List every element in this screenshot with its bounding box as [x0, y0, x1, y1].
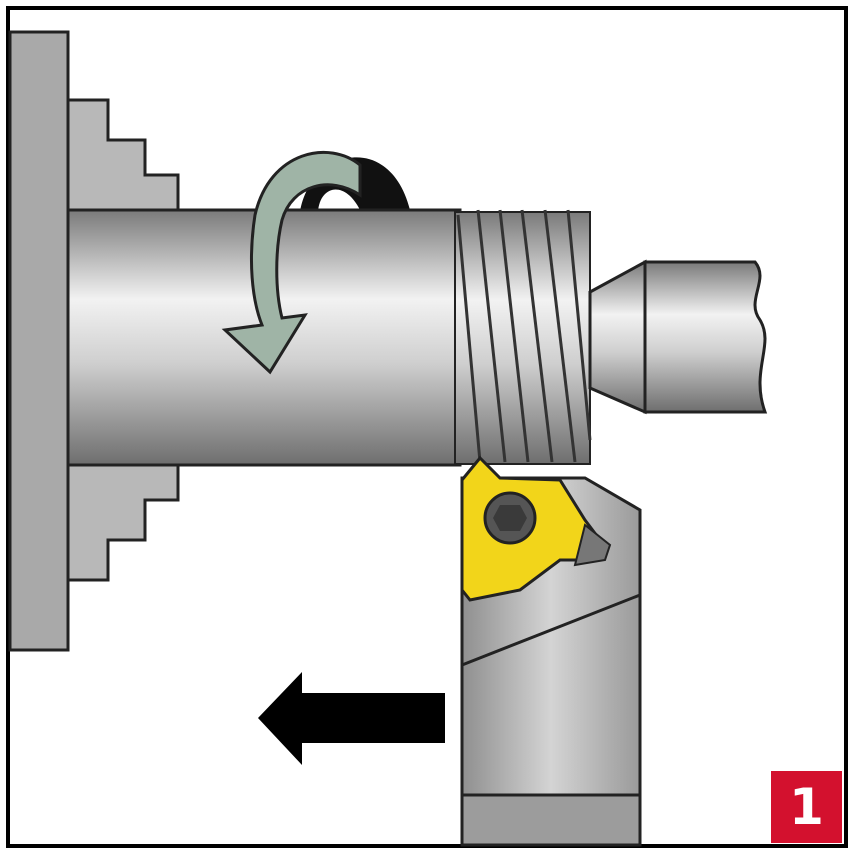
step-badge [771, 771, 842, 843]
chuck-jaw-bottom [66, 461, 180, 582]
step-number: 1 [789, 778, 824, 836]
tailstock-center [588, 259, 768, 415]
chuck-plate [8, 30, 70, 652]
rotation-arrow [221, 150, 362, 375]
feed-direction-arrow [258, 672, 445, 765]
thread-section [454, 209, 592, 465]
threading-insert [460, 455, 612, 602]
lathe-chuck [8, 30, 180, 652]
